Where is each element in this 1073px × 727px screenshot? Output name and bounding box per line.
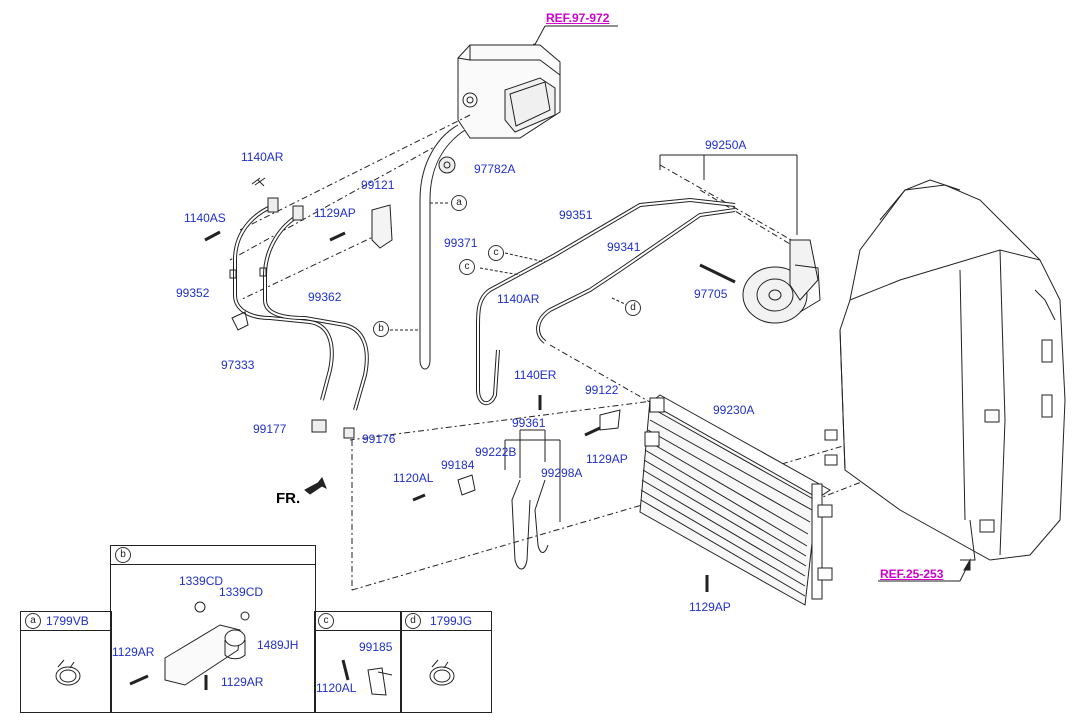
detail-b-1129AR-a[interactable]: 1129AR bbox=[112, 645, 155, 659]
part-label-1140ER[interactable]: 1140ER bbox=[514, 368, 557, 382]
detail-b-1489JH[interactable]: 1489JH bbox=[257, 638, 299, 652]
detail-c-1120AL[interactable]: 1120AL bbox=[316, 681, 357, 695]
part-label-99184[interactable]: 99184 bbox=[441, 458, 475, 472]
part-label-1129AP-c[interactable]: 1129AP bbox=[689, 600, 731, 614]
detail-box-a-header bbox=[21, 612, 111, 631]
detail-box-c bbox=[314, 611, 402, 713]
detail-box-b-header bbox=[111, 546, 315, 565]
detail-b-1339CD-a[interactable]: 1339CD bbox=[179, 574, 224, 588]
part-label-99362[interactable]: 99362 bbox=[308, 290, 342, 304]
callout-c-lower: c bbox=[459, 259, 475, 275]
callout-c-upper: c bbox=[488, 245, 504, 261]
part-label-1120AL[interactable]: 1120AL bbox=[393, 471, 434, 485]
detail-box-b-letter: b bbox=[115, 547, 131, 563]
part-label-99176[interactable]: 99176 bbox=[362, 432, 396, 446]
callout-d: d bbox=[625, 300, 641, 316]
detail-box-d bbox=[400, 611, 492, 713]
detail-box-c-header bbox=[315, 612, 401, 631]
callout-b: b bbox=[373, 321, 389, 337]
detail-box-c-letter: c bbox=[318, 613, 334, 629]
part-label-99177[interactable]: 99177 bbox=[253, 422, 287, 436]
part-label-1140AS[interactable]: 1140AS bbox=[184, 211, 226, 225]
ref-top-label[interactable]: REF.97-972 bbox=[546, 11, 610, 25]
detail-box-a-part[interactable]: 1799VB bbox=[46, 614, 89, 628]
detail-box-d-header bbox=[401, 612, 491, 631]
part-label-97705[interactable]: 97705 bbox=[694, 287, 728, 301]
part-label-99352[interactable]: 99352 bbox=[176, 286, 210, 300]
part-label-99341[interactable]: 99341 bbox=[607, 240, 641, 254]
part-label-99230A[interactable]: 99230A bbox=[713, 403, 755, 417]
detail-b-1129AR-b[interactable]: 1129AR bbox=[221, 675, 264, 689]
detail-c-99185[interactable]: 99185 bbox=[359, 640, 393, 654]
part-label-99121[interactable]: 99121 bbox=[361, 178, 395, 192]
part-label-99250A[interactable]: 99250A bbox=[705, 138, 747, 152]
part-label-99222B[interactable]: 99222B bbox=[475, 445, 517, 459]
part-label-1129AP-b[interactable]: 1129AP bbox=[586, 452, 628, 466]
detail-b-1339CD-b[interactable]: 1339CD bbox=[219, 585, 264, 599]
part-label-99298A[interactable]: 99298A bbox=[541, 466, 583, 480]
detail-box-d-letter: d bbox=[405, 613, 421, 629]
detail-box-a bbox=[20, 611, 112, 713]
part-label-1140AR-top[interactable]: 1140AR bbox=[241, 150, 284, 164]
part-label-99122[interactable]: 99122 bbox=[585, 383, 619, 397]
part-label-1129AP-a[interactable]: 1129AP bbox=[314, 206, 356, 220]
part-label-99361[interactable]: 99361 bbox=[512, 416, 546, 430]
detail-box-b bbox=[110, 545, 316, 713]
detail-box-a-letter: a bbox=[25, 613, 41, 629]
part-label-1140AR-mid[interactable]: 1140AR bbox=[497, 292, 540, 306]
part-label-99351[interactable]: 99351 bbox=[559, 208, 593, 222]
callout-a: a bbox=[451, 195, 467, 211]
part-label-97333[interactable]: 97333 bbox=[221, 358, 255, 372]
front-direction-label: FR. bbox=[276, 490, 301, 507]
part-label-97782A[interactable]: 97782A bbox=[474, 162, 516, 176]
part-label-99371[interactable]: 99371 bbox=[444, 236, 478, 250]
ref-bottom-label[interactable]: REF.25-253 bbox=[880, 567, 944, 581]
detail-box-d-part[interactable]: 1799JG bbox=[430, 614, 473, 628]
